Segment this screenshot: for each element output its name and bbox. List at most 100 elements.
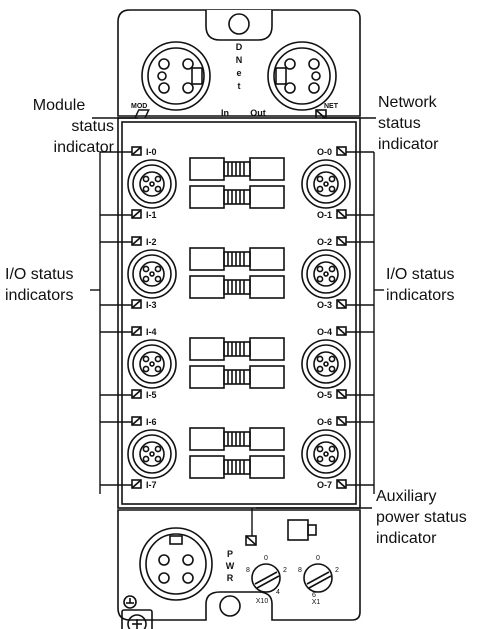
io-row-2: I-4I-5 O-4O-5 [100,326,374,400]
callout-io-right: I/O status indicators [386,264,476,306]
input-led-1-icon [131,209,142,219]
input-led-3-icon [131,299,142,309]
dnet-letter-2: e [236,68,241,78]
input-label-1: I-1 [146,210,157,220]
dnet-letter-0: D [236,42,243,52]
output-led-4-icon [336,326,347,336]
input-led-2-icon [131,236,142,246]
pwr-led-icon [245,535,257,546]
input-label-5: I-5 [146,390,157,400]
top-section: D N e t In Out MOD NET [117,9,361,120]
input-label-2: I-2 [146,237,157,247]
in-connector [141,41,211,111]
callout-network-status: Network status indicator [378,92,474,155]
switch-x10-label: X10 [256,598,269,605]
output-label-3: O-3 [317,300,332,310]
output-led-1-icon [336,209,347,219]
callout-module-line-0: Module [32,97,86,114]
terminal-block-2-1 [189,365,285,389]
output-led-3-icon [336,299,347,309]
callout-network-line-2: indicator [378,136,439,153]
output-led-2-icon [336,236,347,246]
output-label-0: O-0 [317,147,332,157]
output-led-6-icon [336,416,347,426]
input-label-4: I-4 [146,327,157,337]
terminal-block-3-0 [189,427,285,451]
input-led-7-icon [131,479,142,489]
svg-text:2: 2 [283,567,287,574]
callout-aux-line-1: power status [376,509,467,526]
output-led-5-icon [336,389,347,399]
output-connector-2 [301,339,351,389]
net-label: NET [324,103,339,110]
ground-icon [123,595,137,609]
mount-hole-bottom [219,595,241,617]
input-label-6: I-6 [146,417,157,427]
svg-text:8: 8 [246,567,250,574]
output-label-5: O-5 [317,390,332,400]
ground-screw-icon [121,609,153,629]
callout-aux-line-2: indicator [376,530,437,547]
output-connector-3 [301,429,351,479]
callout-network-line-1: status [378,115,421,132]
output-label-4: O-4 [317,327,332,337]
callout-module-status: Module status indicator [4,95,114,158]
leader-lines [90,117,384,536]
callout-io-left-line-0: I/O status [5,266,74,283]
power-connector [139,527,213,601]
switch-x1-label: X1 [312,599,321,606]
bottom-section: P W R 0 8 2 4 X10 0 8 2 [117,509,361,629]
input-led-5-icon [131,389,142,399]
callout-aux-line-0: Auxiliary [376,488,437,505]
aux-connector-icon [287,519,317,541]
input-label-7: I-7 [146,480,157,490]
pwr-letter-2: R [227,573,234,583]
input-led-0-icon [131,146,142,156]
input-connector-1 [127,249,177,299]
svg-text:8: 8 [298,567,302,574]
callout-io-right-line-0: I/O status [386,266,455,283]
output-led-0-icon [336,146,347,156]
io-rows: I-0I-1O-0O-1I-2I-3O-2O-3I-4I-5O-4O-5I-6I… [100,146,374,490]
rotary-switch-x1: 0 8 2 6 X1 [298,555,339,606]
pwr-letter-0: P [227,549,233,559]
input-label-3: I-3 [146,300,157,310]
terminal-block-3-1 [189,455,285,479]
terminal-block-2-0 [189,337,285,361]
svg-text:6: 6 [312,592,316,599]
output-label-6: O-6 [317,417,332,427]
io-row-0: I-0I-1 O-0O-1 [100,146,374,220]
mod-label: MOD [131,103,147,110]
dnet-letter-1: N [236,55,243,65]
callout-io-right-line-1: indicators [386,287,455,304]
rotary-switch-x10: 0 8 2 4 X10 [246,555,287,605]
callout-network-line-0: Network [378,94,437,111]
svg-text:0: 0 [316,555,320,562]
input-led-6-icon [131,416,142,426]
callout-io-left: I/O status indicators [5,264,95,306]
terminal-block-1-0 [189,247,285,271]
out-label: Out [250,108,266,118]
output-label-7: O-7 [317,480,332,490]
input-led-4-icon [131,326,142,336]
input-label-0: I-0 [146,147,157,157]
callout-module-line-1: status [71,118,114,135]
svg-text:0: 0 [264,555,268,562]
callout-io-left-line-1: indicators [5,287,74,304]
output-connector-0 [301,159,351,209]
mount-hole-top [228,13,250,35]
io-row-1: I-2I-3 O-2O-3 [100,236,374,310]
pwr-letter-1: W [226,561,235,571]
in-label: In [221,108,229,118]
dnet-letter-3: t [238,81,241,91]
out-connector [267,41,337,111]
terminal-block-1-1 [189,275,285,299]
output-label-2: O-2 [317,237,332,247]
output-led-7-icon [336,479,347,489]
terminal-block-0-0 [189,157,285,181]
svg-text:4: 4 [276,589,280,596]
terminal-block-0-1 [189,185,285,209]
output-label-1: O-1 [317,210,332,220]
input-connector-3 [127,429,177,479]
